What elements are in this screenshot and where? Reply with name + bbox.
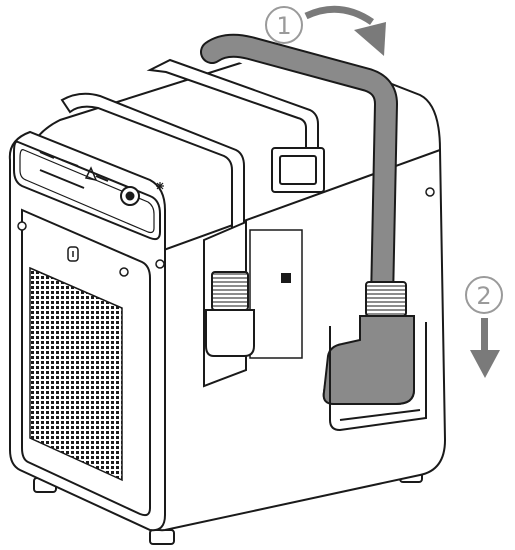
step-1-indicator: 1 <box>265 5 386 56</box>
foot-front-right <box>149 529 175 545</box>
cable-connector-right[interactable] <box>322 281 415 405</box>
power-button-icon[interactable] <box>120 186 140 206</box>
step-2-circle <box>465 276 503 314</box>
screw-icon <box>155 259 165 269</box>
screw-icon <box>119 267 129 277</box>
cable-connector-left <box>205 271 255 357</box>
front-screws <box>17 187 435 277</box>
step-1-number: 1 <box>276 12 291 40</box>
screw-icon <box>425 187 435 197</box>
step-2-indicator: 2 <box>465 276 503 378</box>
step-1-circle <box>265 6 303 44</box>
indicator-label-3 <box>39 169 85 189</box>
handle-clamp <box>271 147 325 193</box>
control-panel <box>13 140 164 241</box>
front-inner-frame <box>21 208 151 517</box>
indicator-label-2 <box>61 159 79 167</box>
ventilation-grille <box>29 266 123 482</box>
snowflake-icon <box>156 182 164 190</box>
side-socket-frame <box>329 322 427 432</box>
lock-icon <box>67 246 79 262</box>
step-2-number: 2 <box>476 282 491 310</box>
down-arrow-icon <box>481 318 488 352</box>
indicator-labels <box>39 151 109 189</box>
indicator-label-1 <box>39 151 55 159</box>
warning-triangle-icon <box>84 166 98 182</box>
rotate-arrow-icon <box>304 5 374 25</box>
screw-icon <box>17 221 27 231</box>
